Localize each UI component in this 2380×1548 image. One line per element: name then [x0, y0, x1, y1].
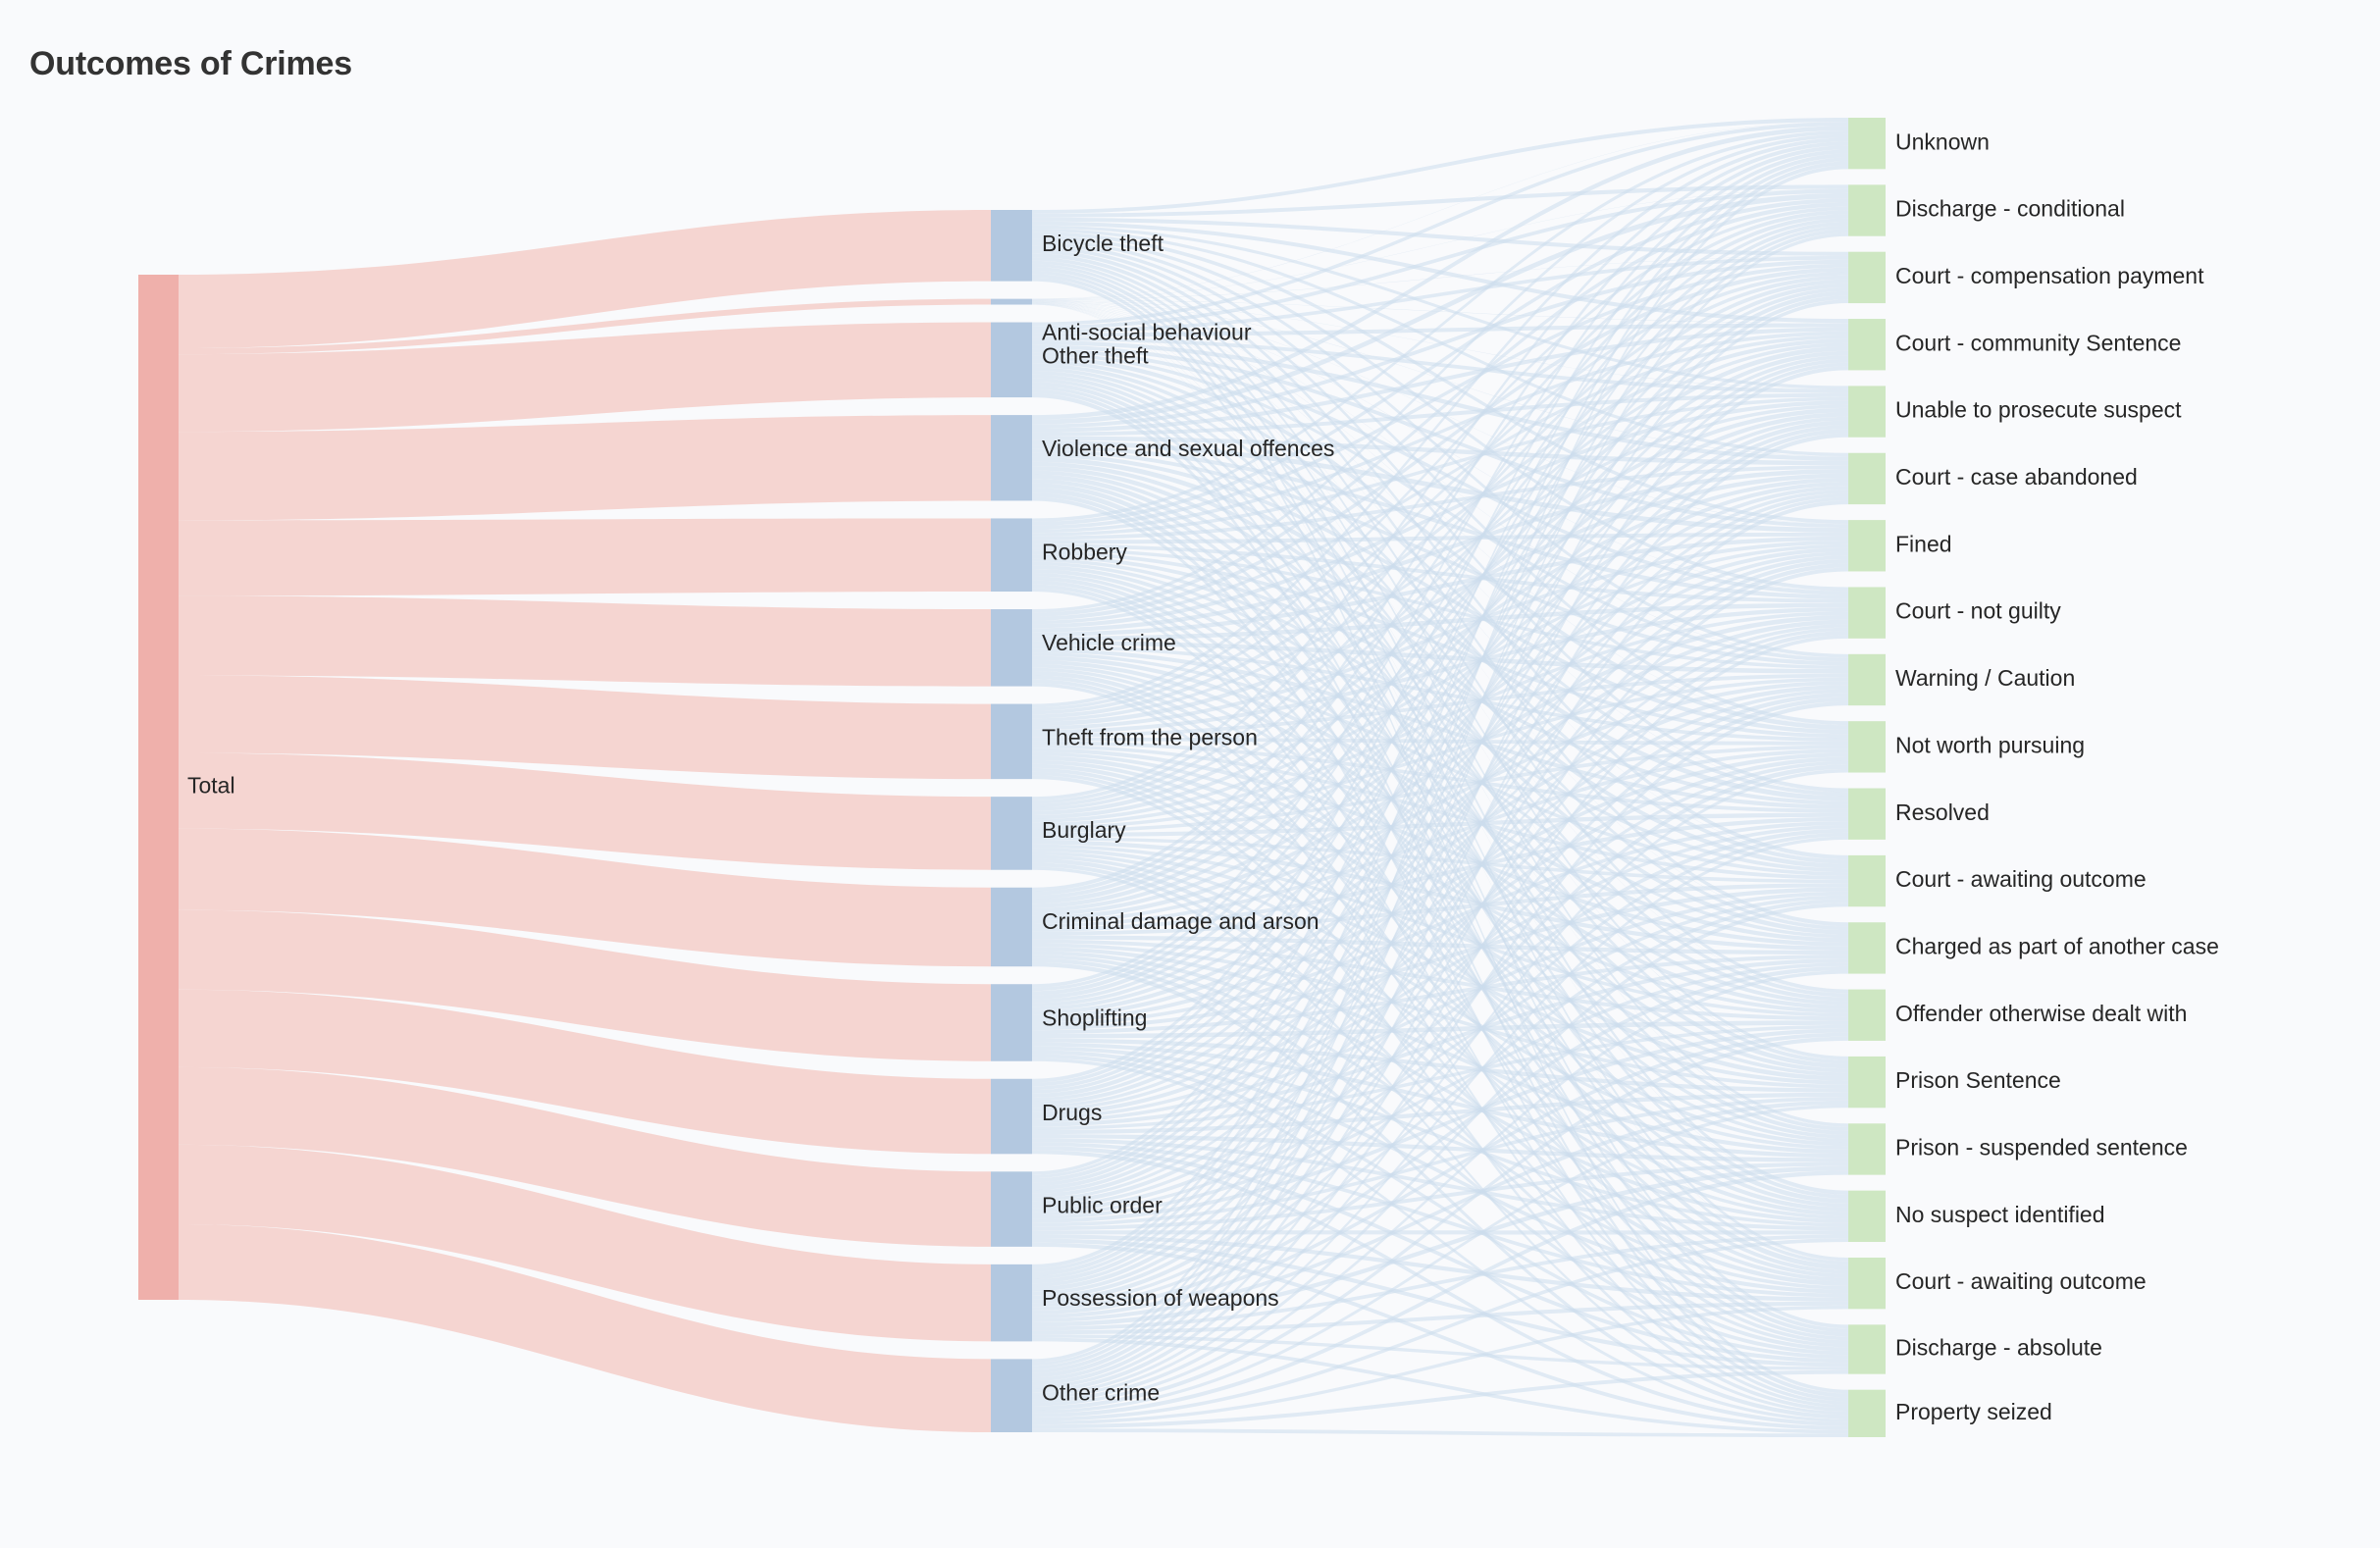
outcome-node-2[interactable] [1848, 251, 1886, 304]
crime-node-label-9: Shoplifting [1042, 1005, 1147, 1030]
outcome-node-label-14: Prison Sentence [1895, 1067, 2061, 1093]
outcome-node-label-8: Warning / Caution [1895, 665, 2075, 691]
crime-node-11[interactable] [991, 1171, 1032, 1247]
outcome-node-label-1: Discharge - conditional [1895, 196, 2125, 222]
outcome-node-label-5: Court - case abandoned [1895, 464, 2138, 490]
outcome-node-15[interactable] [1848, 1123, 1886, 1175]
crime-node-label-7: Burglary [1042, 817, 1126, 843]
outcome-node-label-2: Court - compensation payment [1895, 263, 2204, 288]
outcome-node-label-15: Prison - suspended sentence [1895, 1135, 2188, 1161]
outcome-node-13[interactable] [1848, 989, 1886, 1041]
outcome-node-label-4: Unable to prosecute suspect [1895, 397, 2182, 423]
crime-node-label-2: Other theft [1042, 343, 1149, 369]
outcome-node-9[interactable] [1848, 721, 1886, 773]
crime-node-2[interactable] [991, 322, 1032, 398]
crime-node-5[interactable] [991, 609, 1032, 687]
crime-nodes [991, 210, 1032, 1432]
outcome-node-11[interactable] [1848, 854, 1886, 907]
outcome-node-7[interactable] [1848, 587, 1886, 639]
outcome-node-19[interactable] [1848, 1389, 1886, 1437]
crime-node-label-10: Drugs [1042, 1100, 1102, 1125]
crime-node-label-5: Vehicle crime [1042, 630, 1176, 655]
outcome-node-label-7: Court - not guilty [1895, 598, 2061, 624]
crime-node-1[interactable] [991, 298, 1032, 305]
crime-node-label-3: Violence and sexual offences [1042, 436, 1334, 461]
outcome-node-3[interactable] [1848, 319, 1886, 371]
outcome-node-label-19: Property seized [1895, 1399, 2052, 1424]
outcome-node-16[interactable] [1848, 1190, 1886, 1242]
outcome-node-8[interactable] [1848, 653, 1886, 706]
outcome-node-label-6: Fined [1895, 531, 1952, 556]
outcome-node-label-16: No suspect identified [1895, 1202, 2105, 1227]
outcome-node-17[interactable] [1848, 1257, 1886, 1310]
source-node-total[interactable] [138, 275, 179, 1300]
crime-node-7[interactable] [991, 797, 1032, 870]
source-nodes [138, 275, 179, 1300]
outcome-node-label-11: Court - awaiting outcome [1895, 866, 2147, 892]
crime-node-13[interactable] [991, 1359, 1032, 1432]
links-crime-to-outcome [1032, 118, 1848, 1437]
links-total-to-crime [179, 210, 991, 1432]
outcome-node-12[interactable] [1848, 922, 1886, 974]
outcome-node-5[interactable] [1848, 452, 1886, 505]
crime-node-0[interactable] [991, 210, 1032, 282]
crime-node-12[interactable] [991, 1264, 1032, 1342]
crime-node-label-11: Public order [1042, 1192, 1163, 1217]
source-node-label-total: Total [187, 773, 235, 799]
outcome-node-label-3: Court - community Sentence [1895, 330, 2181, 355]
crime-node-10[interactable] [991, 1078, 1032, 1155]
outcome-node-label-12: Charged as part of another case [1895, 933, 2219, 958]
outcome-node-18[interactable] [1848, 1324, 1886, 1374]
outcome-node-14[interactable] [1848, 1056, 1886, 1109]
outcome-node-0[interactable] [1848, 118, 1886, 170]
crime-node-label-4: Robbery [1042, 540, 1127, 565]
crime-node-9[interactable] [991, 984, 1032, 1061]
outcome-nodes [1848, 118, 1886, 1437]
outcome-node-label-0: Unknown [1895, 129, 1990, 154]
outcome-node-label-10: Resolved [1895, 800, 1990, 825]
crime-node-8[interactable] [991, 887, 1032, 967]
crime-node-label-13: Other crime [1042, 1379, 1160, 1405]
outcome-node-1[interactable] [1848, 184, 1886, 236]
crime-node-4[interactable] [991, 518, 1032, 593]
outcome-node-10[interactable] [1848, 788, 1886, 840]
outcome-node-label-13: Offender otherwise dealt with [1895, 1001, 2187, 1026]
crime-node-label-6: Theft from the person [1042, 725, 1258, 750]
crime-node-label-8: Criminal damage and arson [1042, 908, 1319, 934]
outcome-node-label-9: Not worth pursuing [1895, 732, 2085, 757]
crime-node-label-1: Anti-social behaviour [1042, 320, 1252, 345]
outcome-node-6[interactable] [1848, 520, 1886, 572]
crime-node-3[interactable] [991, 415, 1032, 501]
page-title: Outcomes of Crimes [29, 45, 352, 82]
crime-node-6[interactable] [991, 703, 1032, 780]
crime-node-label-12: Possession of weapons [1042, 1285, 1279, 1311]
outcome-node-4[interactable] [1848, 386, 1886, 438]
outcome-node-label-17: Court - awaiting outcome [1895, 1268, 2147, 1294]
crime-node-label-0: Bicycle theft [1042, 231, 1164, 256]
outcome-node-label-18: Discharge - absolute [1895, 1335, 2102, 1361]
